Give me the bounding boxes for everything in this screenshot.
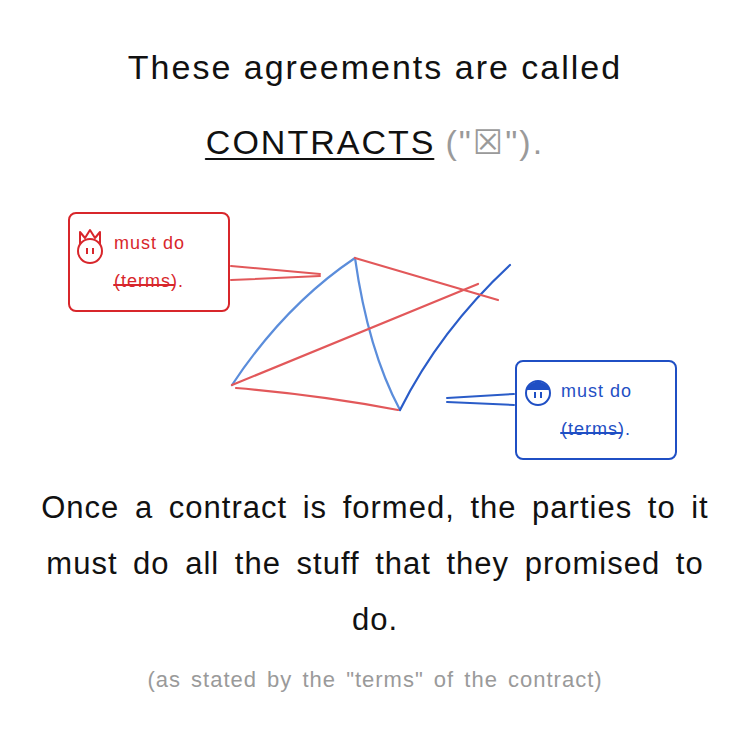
callout-text: must do (terms). <box>561 381 632 439</box>
leader-line <box>231 266 320 274</box>
note-text: (as stated by the "terms" of the contrac… <box>30 662 720 698</box>
leader-lines <box>231 266 514 405</box>
callout-text-wrap: must do (terms). <box>114 224 214 300</box>
figure-edge <box>232 258 355 385</box>
term-underlines <box>114 285 621 433</box>
body-text: Once a contract is formed, the parties t… <box>30 480 720 648</box>
callout-text-wrap: must do (terms). <box>561 372 661 448</box>
callout-box: must do (terms). <box>515 360 677 460</box>
chinese-term: ("☒"). <box>445 123 544 161</box>
figure-edge <box>355 258 498 300</box>
king-face-icon <box>78 230 102 263</box>
person-face-icon <box>526 381 550 405</box>
leader-line <box>447 394 514 398</box>
callout-box: must do (terms). <box>68 212 230 312</box>
leader-line <box>231 276 320 280</box>
title-text: These agreements are called CONTRACTS <box>128 48 622 161</box>
figure-edge <box>236 388 398 410</box>
tetrahedron-figure <box>232 258 510 410</box>
figure-edge <box>232 284 478 385</box>
leader-line <box>447 402 514 405</box>
callout-text: must do (terms). <box>114 233 185 291</box>
title-block: These agreements are called CONTRACTS("☒… <box>95 30 655 180</box>
figure-edge <box>355 258 400 410</box>
